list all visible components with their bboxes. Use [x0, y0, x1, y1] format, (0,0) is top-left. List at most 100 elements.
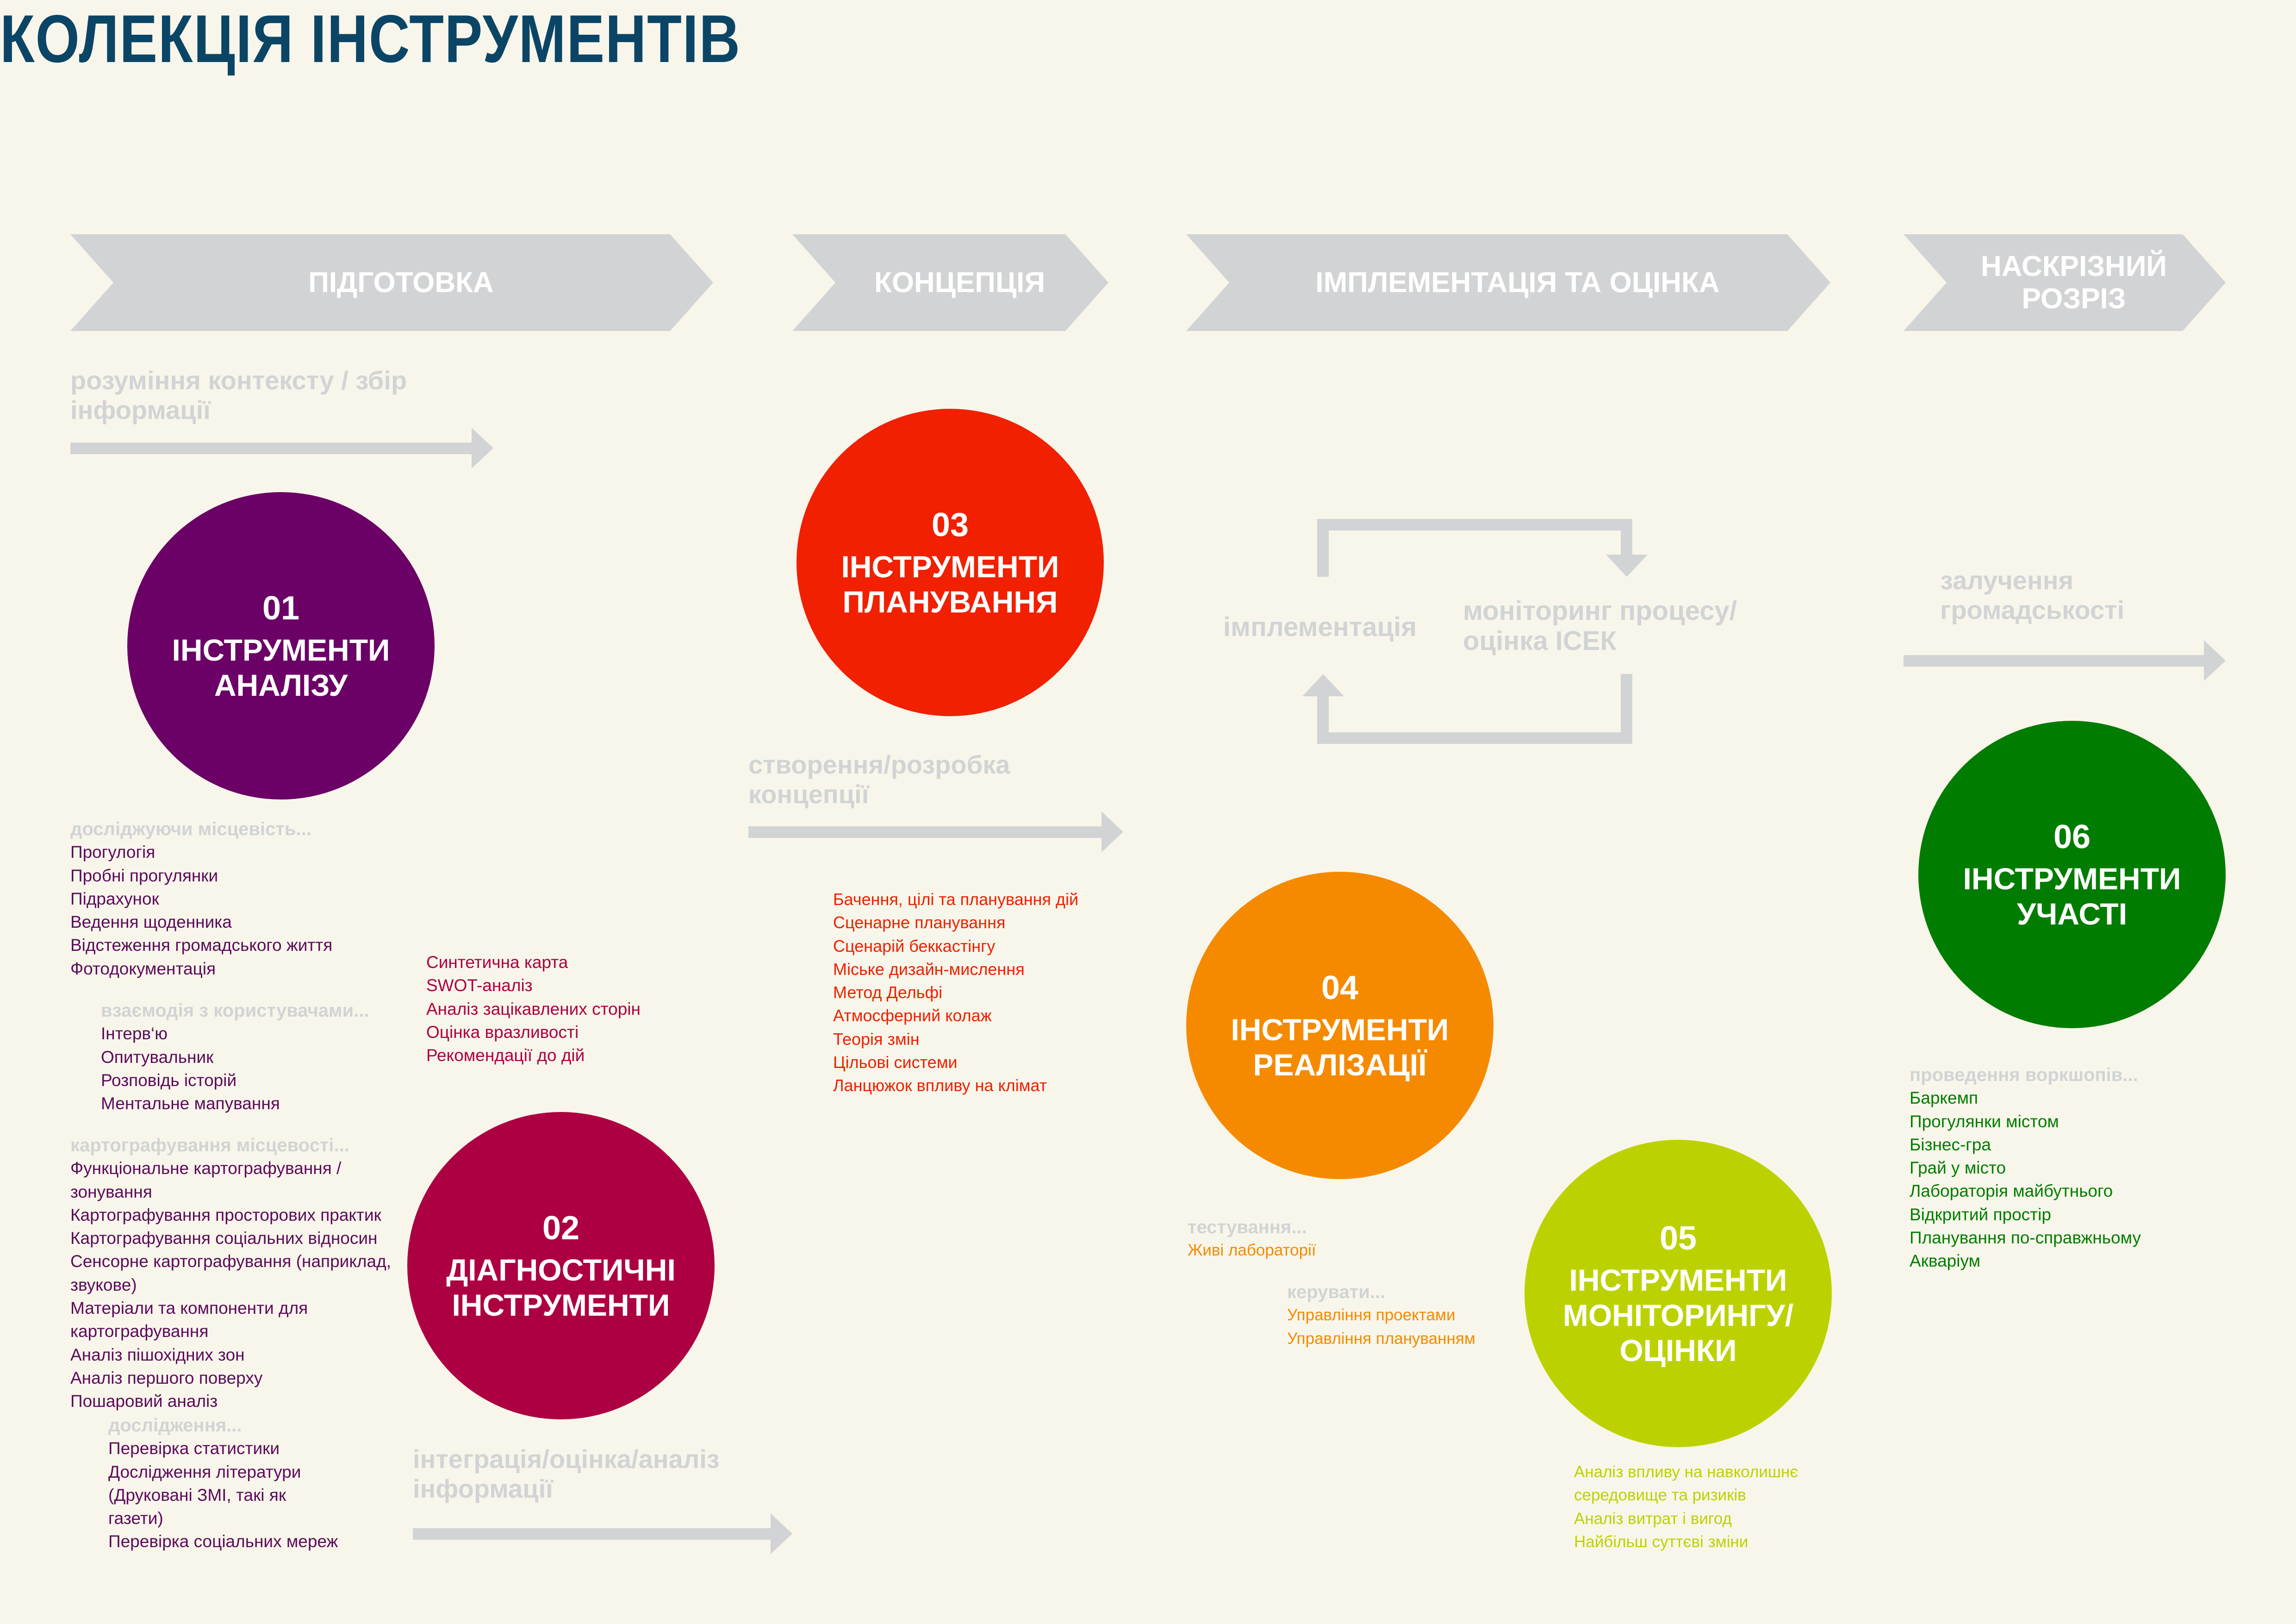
- list-item: Аналіз впливу на навколишнє: [1574, 1463, 1798, 1481]
- list-item: Бачення, цілі та планування дій: [833, 890, 1079, 909]
- list-header: взаємодія з користувачами...: [101, 1000, 369, 1021]
- list-item: Ментальне мапування: [101, 1094, 280, 1113]
- list-item: зонування: [70, 1182, 152, 1201]
- list-item: Грай у місто: [1910, 1158, 2006, 1178]
- circle-number: 04: [1321, 969, 1359, 1006]
- list-item: Інтерв‘ю: [101, 1024, 168, 1043]
- list-item: Сценарій беккастінгу: [833, 936, 996, 956]
- list-item: Управління проектами: [1287, 1306, 1456, 1324]
- list-item: Атмосферний колаж: [833, 1006, 992, 1025]
- phase-preparation: ПІДГОТОВКА: [70, 234, 713, 331]
- stage-integration-label: інтеграція/оцінка/аналіз інформації: [413, 1444, 720, 1503]
- list-item: SWOT-аналіз: [426, 976, 533, 995]
- list-mapping: картографування місцевості...Функціональ…: [70, 1134, 391, 1413]
- stage-engagement-label: залучення громадськості: [1940, 566, 2125, 625]
- list-item: Опитувальник: [101, 1047, 214, 1067]
- circle-participation-tools: 06 ІНСТРУМЕНТИ УЧАСТІ: [1918, 721, 2226, 1028]
- list-item: картографування: [70, 1322, 209, 1341]
- list-item: Аналіз пішохідних зон: [70, 1345, 245, 1364]
- list-item: Ланцюжок впливу на клімат: [833, 1076, 1047, 1095]
- arrow-right-icon: [413, 1513, 792, 1555]
- list-item: Прогулогія: [70, 843, 156, 862]
- circle-title: ІНСТРУМЕНТИ УЧАСТІ: [1963, 862, 2181, 931]
- list-item: Теорія змін: [833, 1029, 920, 1049]
- list-item: Синтетична карта: [426, 953, 568, 972]
- list-item: Баркемп: [1910, 1088, 1979, 1108]
- circle-analysis-tools: 01 ІНСТРУМЕНТИ АНАЛІЗУ: [127, 492, 435, 800]
- stage-context-label: розуміння контексту / збір інформації: [70, 366, 407, 425]
- implementation-label: імплементація: [1223, 612, 1417, 642]
- list-item: Сенсорне картографування (наприклад,: [70, 1252, 391, 1271]
- list-header: досліджуючи місцевість...: [70, 819, 311, 839]
- list-header: тестування...: [1188, 1217, 1307, 1237]
- monitoring-label: моніторинг процесу/ оцінка ІСЕК: [1463, 596, 1737, 656]
- list-header: проведення воркшопів...: [1910, 1065, 2138, 1085]
- circle-title: ІНСТРУМЕНТИ РЕАЛІЗАЦІЇ: [1231, 1012, 1449, 1082]
- phase-label: ПІДГОТОВКА: [308, 266, 494, 299]
- list-header: дослідження...: [108, 1415, 242, 1436]
- list-item: середовище та ризиків: [1574, 1486, 1746, 1505]
- arrow-right-icon: [70, 428, 493, 469]
- list-item: Перевірка соціальних мереж: [108, 1532, 338, 1551]
- list-item: Цільові системи: [833, 1053, 958, 1072]
- circle-number: 01: [262, 590, 300, 627]
- list-item: Перевірка статистики: [108, 1439, 280, 1458]
- circle-title: ДІАГНОСТИЧНІ ІНСТРУМЕНТИ: [446, 1253, 676, 1322]
- list-testing: тестування... Живі лабораторії: [1188, 1216, 1316, 1262]
- list-item: звукове): [70, 1275, 137, 1294]
- circle-planning-tools: 03 ІНСТРУМЕНТИ ПЛАНУВАННЯ: [796, 409, 1104, 716]
- list-item: Відкритий простір: [1910, 1205, 2051, 1224]
- list-item: Живі лабораторії: [1188, 1241, 1316, 1260]
- page-title: КОЛЕКЦІЯ ІНСТРУМЕНТІВ: [0, 1, 741, 76]
- circle-number: 06: [2053, 818, 2091, 856]
- phase-label: ІМПЛЕМЕНТАЦІЯ ТА ОЦІНКА: [1315, 266, 1720, 299]
- list-item: газети): [108, 1509, 163, 1528]
- phase-concept: КОНЦЕПЦІЯ: [792, 234, 1108, 331]
- list-item: Ведення щоденника: [70, 912, 232, 932]
- list-item: Аналіз витрат і вигод: [1574, 1509, 1732, 1528]
- list-item: Лабораторія майбутнього: [1910, 1181, 2113, 1201]
- list-item: Дослідження літератури: [108, 1462, 301, 1481]
- circle-diagnostic-tools: 02 ДІАГНОСТИЧНІ ІНСТРУМЕНТИ: [407, 1112, 715, 1419]
- arrow-right-icon: [1904, 640, 2226, 681]
- circle-number: 05: [1659, 1220, 1697, 1257]
- list-item: Управління плануванням: [1287, 1329, 1475, 1348]
- circle-title: ІНСТРУМЕНТИ АНАЛІЗУ: [172, 633, 390, 702]
- list-item: Пробні прогулянки: [70, 866, 218, 885]
- list-item: Сценарне планування: [833, 913, 1006, 932]
- list-monitoring: Аналіз впливу на навколишнє середовище та…: [1574, 1461, 1798, 1554]
- list-item: Найбільш суттєві зміни: [1574, 1532, 1748, 1551]
- list-item: Функціональне картографування /: [70, 1159, 342, 1178]
- list-item: Планування по-справжньому: [1910, 1228, 2141, 1248]
- list-item: Картографування просторових практик: [70, 1205, 381, 1224]
- circle-number: 03: [931, 506, 969, 543]
- list-item: Рекомендації до дій: [426, 1046, 585, 1065]
- list-header: керувати...: [1287, 1282, 1386, 1302]
- list-item: Підрахунок: [70, 889, 159, 908]
- list-item: Міське дизайн-мислення: [833, 959, 1025, 979]
- list-item: Розповідь історій: [101, 1070, 237, 1090]
- list-item: Бізнес-гра: [1910, 1135, 1991, 1154]
- circle-number: 02: [542, 1210, 580, 1247]
- arrow-right-icon: [748, 812, 1123, 853]
- phase-crosscutting: НАСКРІЗНИЙ РОЗРІЗ: [1904, 234, 2226, 331]
- phase-label: КОНЦЕПЦІЯ: [874, 266, 1045, 299]
- list-item: Аналіз зацікавлених сторін: [426, 999, 641, 1018]
- circle-implementation-tools: 04 ІНСТРУМЕНТИ РЕАЛІЗАЦІЇ: [1186, 872, 1493, 1179]
- list-item: Акваріум: [1910, 1251, 1981, 1271]
- list-item: (Друковані ЗМІ, такі як: [108, 1485, 286, 1505]
- list-item: Прогулянки містом: [1910, 1112, 2059, 1131]
- list-item: Матеріали та компоненти для: [70, 1299, 308, 1318]
- stage-concept-label: створення/розробка концепції: [748, 750, 1010, 809]
- circle-title: ІНСТРУМЕНТИ МОНІТОРИНГУ/ ОЦІНКИ: [1562, 1263, 1794, 1368]
- list-item: Картографування соціальних відносин: [70, 1229, 378, 1248]
- list-item: Відстеження громадського життя: [70, 936, 333, 955]
- list-item: Фотодокументація: [70, 959, 216, 978]
- circle-title: ІНСТРУМЕНТИ ПЛАНУВАННЯ: [841, 550, 1059, 619]
- list-item: Метод Дельфі: [833, 983, 943, 1002]
